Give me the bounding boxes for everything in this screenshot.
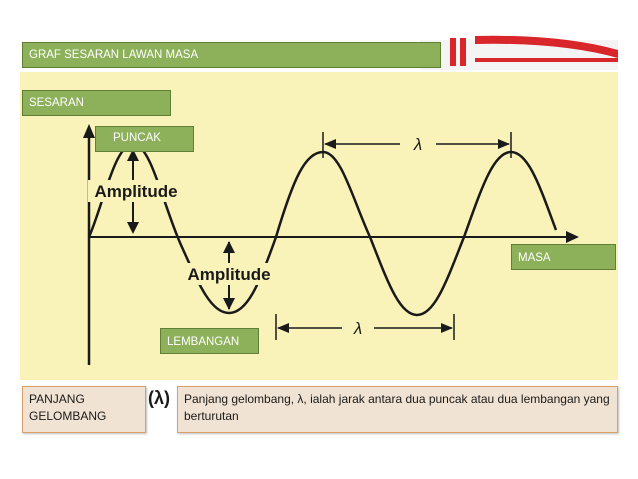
amplitude-top-arrowhead-down bbox=[127, 222, 139, 234]
title-text: GRAF SESARAN LAWAN MASA bbox=[29, 49, 199, 61]
definition-text: Panjang gelombang, λ, ialah jarak antara… bbox=[184, 392, 610, 423]
lembangan-label-box: LEMBANGAN bbox=[160, 328, 259, 354]
term-box: PANJANG GELOMBANG bbox=[22, 386, 146, 433]
sesaran-label: SESARAN bbox=[29, 97, 84, 109]
lembangan-label: LEMBANGAN bbox=[167, 336, 240, 348]
puncak-label: PUNCAK bbox=[113, 132, 161, 144]
lambda-top-arrowhead-left bbox=[324, 139, 336, 149]
amplitude-top-arrowhead-up bbox=[127, 149, 139, 161]
lambda-bottom-label: λ bbox=[353, 319, 362, 338]
lambda-top-arrowhead-right bbox=[498, 139, 510, 149]
amplitude-top-label: Amplitude bbox=[94, 182, 177, 201]
amplitude-bottom-label: Amplitude bbox=[187, 265, 270, 284]
amplitude-bottom-arrowhead-up bbox=[223, 241, 235, 253]
x-axis-arrow bbox=[566, 231, 579, 243]
lambda-bottom-arrowhead-right bbox=[441, 323, 453, 333]
definition-box: Panjang gelombang, λ, ialah jarak antara… bbox=[177, 386, 618, 433]
term-text: PANJANG GELOMBANG bbox=[29, 392, 107, 423]
puncak-label-box: PUNCAK bbox=[95, 126, 194, 152]
wave-curve bbox=[87, 142, 558, 317]
sesaran-label-box: SESARAN bbox=[22, 90, 171, 116]
lambda-bottom-arrowhead-left bbox=[277, 323, 289, 333]
lambda-top-label: λ bbox=[413, 135, 422, 154]
amplitude-top-label-bg bbox=[88, 180, 184, 202]
title-box: GRAF SESARAN LAWAN MASA bbox=[22, 42, 441, 68]
masa-label-box: MASA bbox=[511, 244, 616, 270]
masa-label: MASA bbox=[518, 252, 551, 264]
y-axis-arrow bbox=[83, 124, 95, 138]
lambda-paren-label: (λ) bbox=[148, 388, 170, 408]
amplitude-bottom-label-bg bbox=[180, 263, 278, 285]
amplitude-bottom-arrowhead-down bbox=[223, 298, 235, 310]
